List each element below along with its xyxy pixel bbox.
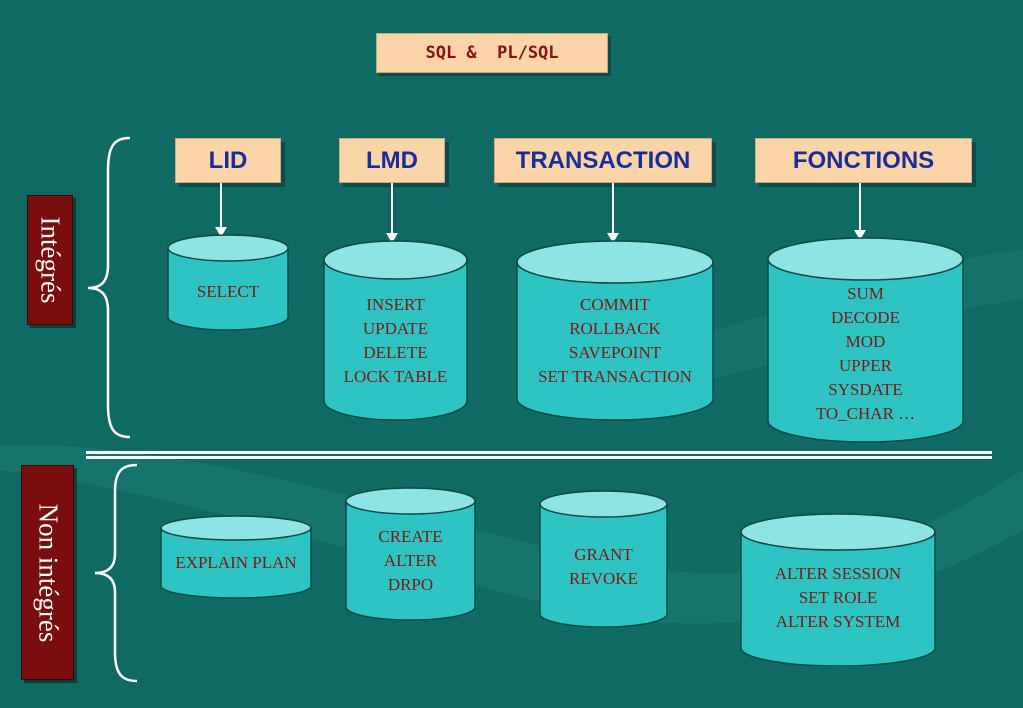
cylinder-item: MOD [845, 332, 886, 351]
cylinder-item: EXPLAIN PLAN [175, 553, 297, 572]
cylinder-item: CREATE [378, 527, 443, 546]
cylinder-item: COMMIT [580, 295, 650, 314]
arrow-fonctions [854, 183, 866, 240]
category-lmd: LMD [339, 138, 445, 183]
cylinder-item: REVOKE [569, 569, 638, 588]
cylinder-item: ROLLBACK [569, 319, 661, 338]
cylinder-item: SET ROLE [798, 588, 878, 607]
category-fonctions: FONCTIONS [755, 138, 972, 183]
cylinder-item: GRANT [574, 545, 633, 564]
cylinder-item: UPPER [839, 356, 892, 375]
cylinder-item: SELECT [196, 282, 260, 301]
section-label-non-integrated-text: Non intégrés [33, 503, 63, 642]
cylinder-item: ALTER SESSION [774, 564, 902, 583]
cylinder-session: ALTER SESSION SET ROLE ALTER SYSTEM [740, 512, 936, 666]
cylinder-fonctions: SUM DECODE MOD UPPER SYSDATE TO_CHAR … [767, 237, 964, 443]
arrow-lid [215, 183, 227, 237]
cylinder-item: SYSDATE [828, 380, 903, 399]
cylinder-item: DELETE [363, 343, 428, 362]
section-label-integrated: Intégrés [27, 195, 73, 325]
cylinder-item: INSERT [366, 295, 425, 314]
cylinder-item: SAVEPOINT [568, 343, 662, 362]
category-transaction: TRANSACTION [494, 138, 712, 183]
diagram-title: SQL & PL/SQL [376, 33, 608, 73]
separator-line-top [86, 451, 992, 454]
cylinder-item: ALTER SYSTEM [775, 612, 901, 631]
cylinder-item: DRPO [387, 575, 434, 594]
cylinder-item: ALTER [383, 551, 438, 570]
cylinder-ddl: CREATE ALTER DRPO [345, 487, 476, 621]
cylinder-transaction: COMMIT ROLLBACK SAVEPOINT SET TRANSACTIO… [516, 240, 714, 421]
arrow-transaction [607, 183, 619, 243]
category-lid: LID [175, 138, 281, 183]
cylinder-item: SET TRANSACTION [538, 367, 692, 386]
cylinder-explain-plan: EXPLAIN PLAN [160, 515, 312, 599]
cylinder-item: UPDATE [362, 319, 429, 338]
cylinder-item: TO_CHAR … [815, 404, 916, 423]
section-label-non-integrated: Non intégrés [21, 465, 74, 680]
brace-integrated [87, 136, 131, 439]
cylinder-item: SUM [847, 284, 884, 303]
section-label-integrated-text: Intégrés [35, 216, 66, 304]
cylinder-lmd: INSERT UPDATE DELETE LOCK TABLE [323, 240, 468, 421]
separator-line-bottom [86, 456, 992, 459]
cylinder-dcl: GRANT REVOKE [539, 490, 668, 628]
arrow-lmd [386, 183, 398, 243]
cylinder-item: DECODE [831, 308, 900, 327]
cylinder-item: LOCK TABLE [343, 367, 448, 386]
brace-non-integrated [94, 463, 138, 683]
cylinder-lid: SELECT [167, 234, 289, 331]
